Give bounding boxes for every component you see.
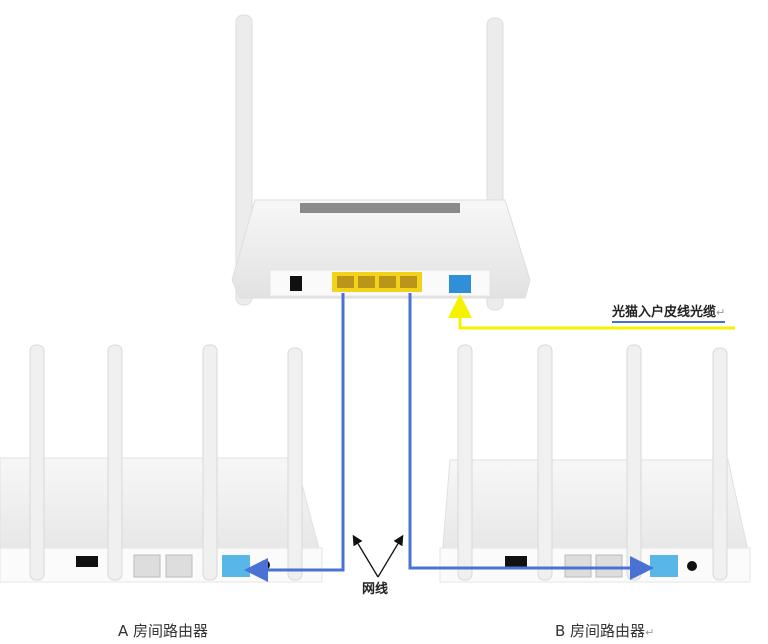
ethernet-cable-b — [408, 293, 654, 580]
vent-grille — [300, 203, 460, 213]
wan-port — [650, 555, 678, 577]
fiber-cable-text: 光猫入户皮线光缆 — [612, 305, 717, 320]
network-cable-label: 网线 — [362, 582, 389, 597]
router-b-label: B 房间路由器↵ — [555, 620, 654, 641]
pointer-arrow — [377, 534, 404, 578]
router-a — [0, 344, 323, 583]
return-mark: ↵ — [716, 306, 726, 319]
lan-ports — [332, 272, 422, 292]
return-mark: ↵ — [645, 626, 655, 639]
fiber-cable-label: 光猫入户皮线光缆↵ — [612, 305, 726, 323]
fiber-cable — [448, 294, 735, 330]
wan-port — [222, 555, 250, 577]
router-b — [439, 344, 751, 583]
optical-modem-router — [231, 14, 531, 311]
fiber-port — [449, 275, 471, 293]
ethernet-cable-a — [244, 293, 345, 582]
router-b-text: B 房间路由器 — [555, 622, 646, 640]
router-a-label: A 房间路由器 — [118, 622, 209, 640]
pointer-arrow — [352, 534, 379, 578]
power-port — [290, 276, 302, 291]
